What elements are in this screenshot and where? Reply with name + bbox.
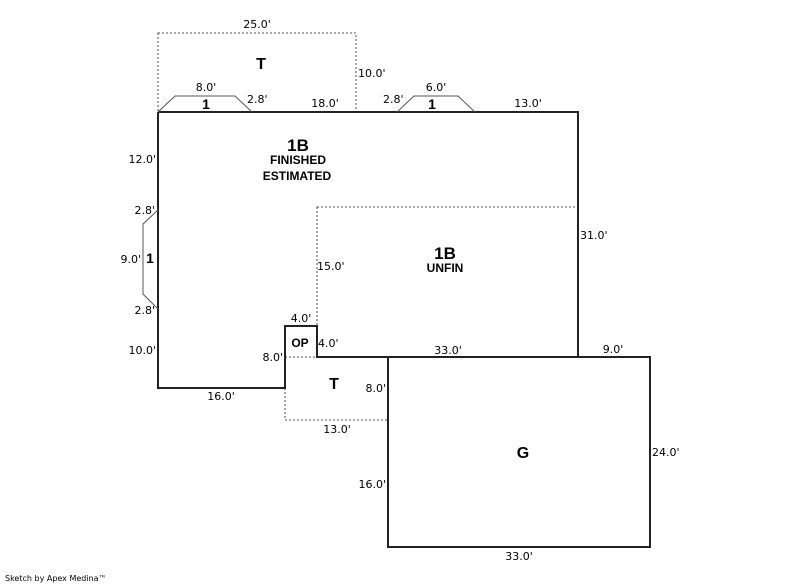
dim-label: 4.0': [291, 312, 312, 325]
dim-label: 12.0': [128, 153, 156, 166]
dim-label: 15.0': [317, 260, 345, 273]
dim-label: 2.8': [134, 304, 155, 317]
bay-top-left-label: 1: [202, 96, 210, 112]
porch-label: OP: [291, 336, 308, 350]
area-main-line2: ESTIMATED: [263, 169, 332, 183]
dim-label: 33.0': [434, 344, 462, 357]
dim-label: 31.0': [580, 229, 608, 242]
dim-label: 4.0': [318, 337, 339, 350]
dim-label: 9.0': [120, 253, 141, 266]
dim-label: 2.8': [247, 93, 268, 106]
sketch-credit: Sketch by Apex Medina™: [5, 574, 107, 583]
terrace-bottom-label: T: [329, 376, 339, 393]
dim-label: 13.0': [514, 97, 542, 110]
area-unfin-line1: UNFIN: [427, 261, 464, 275]
area-main-code: 1B: [287, 136, 309, 155]
area-unfin-code: 1B: [434, 244, 456, 263]
dim-label: 8.0': [365, 382, 386, 395]
dim-label: 13.0': [323, 423, 351, 436]
dim-label: 33.0': [505, 550, 533, 563]
dim-label: 2.8': [383, 93, 404, 106]
bay-left-label: 1: [146, 250, 154, 266]
dim-label: 8.0': [196, 81, 217, 94]
bay-top-right-label: 1: [428, 96, 436, 112]
garage-label: G: [517, 445, 529, 462]
dimension-labels: 25.0' 10.0' 8.0' 2.8' 18.0' 2.8' 6.0' 13…: [120, 18, 679, 563]
dim-label: 10.0': [358, 67, 386, 80]
terrace-bottom-outline: [284, 388, 388, 421]
main-building-outline: [157, 111, 579, 389]
dim-label: 16.0': [207, 390, 235, 403]
bay-top-right-outline: [396, 95, 476, 113]
garage-outline: [387, 356, 651, 548]
dim-label: 2.8': [134, 204, 155, 217]
bay-top-left-outline: [157, 95, 253, 113]
dim-label: 8.0': [262, 351, 283, 364]
dim-label: 6.0': [426, 81, 447, 94]
dim-label: 24.0': [652, 446, 680, 459]
dim-label: 25.0': [243, 18, 271, 31]
dim-label: 10.0': [128, 344, 156, 357]
dim-label: 9.0': [603, 343, 624, 356]
unfinished-area-outline: [316, 206, 579, 358]
dim-label: 16.0': [358, 478, 386, 491]
dim-label: 18.0': [311, 97, 339, 110]
area-main-line1: FINISHED: [270, 153, 326, 167]
terrace-top-label: T: [256, 56, 266, 73]
bay-left-outline: [142, 209, 159, 310]
